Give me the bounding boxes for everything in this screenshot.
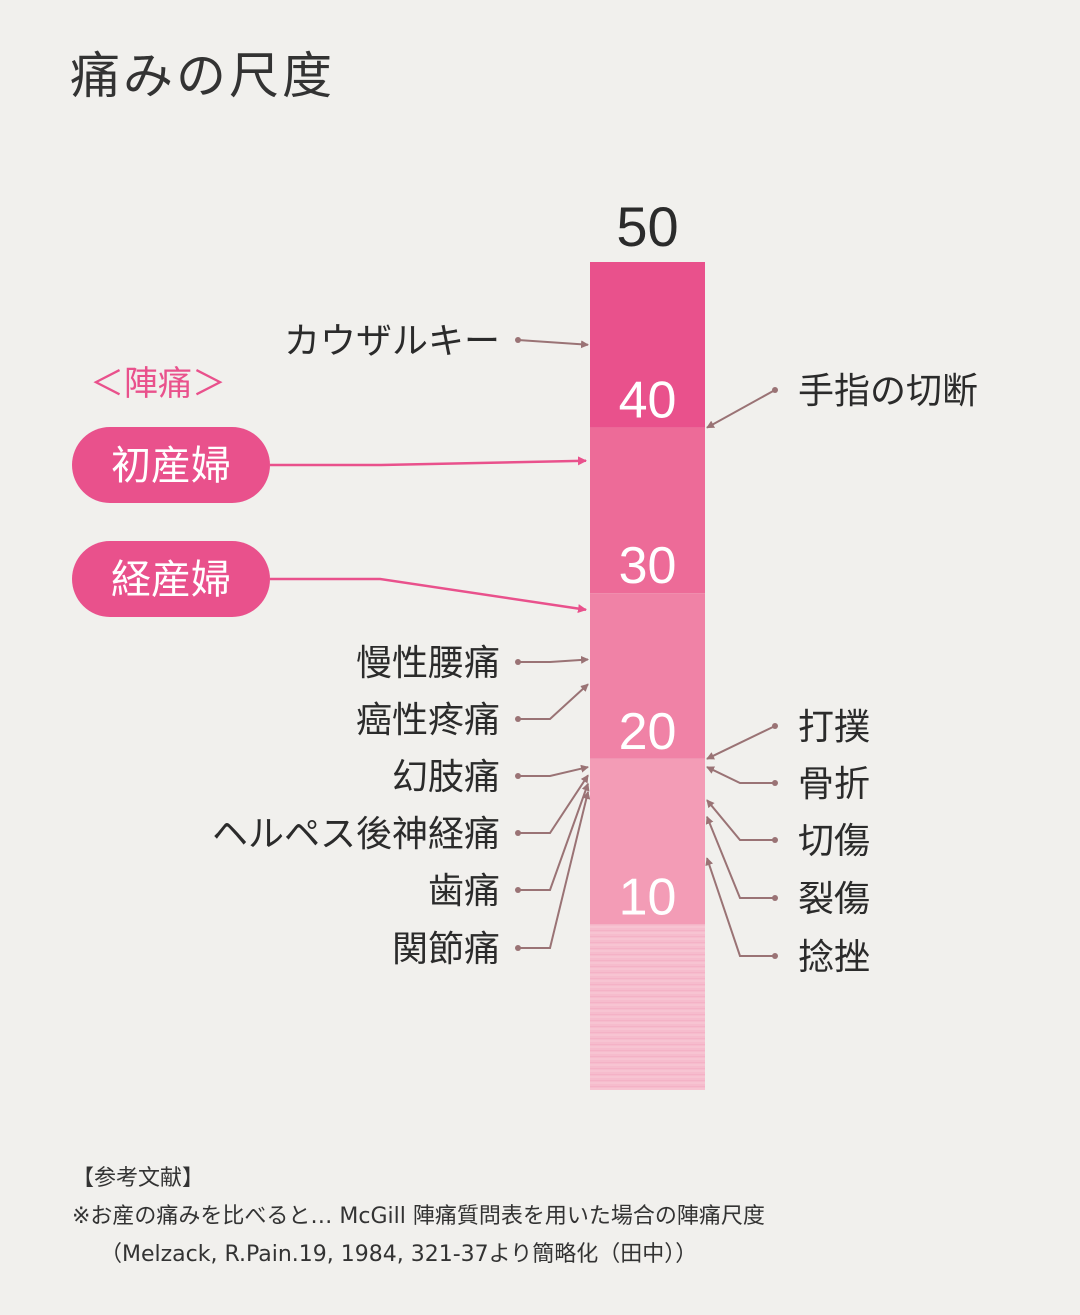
left-item-label-3: 癌性疼痛 <box>356 700 500 741</box>
left-item-dot-5 <box>515 830 521 836</box>
right-item-label-4: 切傷 <box>798 821 870 862</box>
left-item-leader-5 <box>518 774 589 834</box>
right-item-dot-1 <box>772 387 778 393</box>
tick-label-10: 10 <box>619 868 677 926</box>
tick-label-20: 20 <box>619 703 677 761</box>
left-item-label-4: 幻肢痛 <box>392 757 500 798</box>
references-line-1: ※お産の痛みを比べると… McGill 陣痛質問表を用いた場合の陣痛尺度 <box>72 1204 765 1229</box>
left-item-dot-3 <box>515 716 521 722</box>
right-item-dot-2 <box>772 723 778 729</box>
right-item-leader-4 <box>706 799 775 841</box>
right-item-leader-1 <box>706 389 776 429</box>
references-line-2: （Melzack, R.Pain.19, 1984, 321-37より簡略化（田… <box>100 1242 698 1267</box>
scale-band-20-30 <box>590 593 705 759</box>
left-item-leader-3 <box>518 683 589 720</box>
labor-pain-heading: ＜陣痛＞ <box>90 364 226 404</box>
left-item-dot-7 <box>515 945 521 951</box>
left-item-leader-1 <box>517 339 589 349</box>
right-item-label-5: 裂傷 <box>798 879 870 920</box>
right-item-label-6: 捻挫 <box>798 937 870 978</box>
left-item-dot-2 <box>515 659 521 665</box>
right-item-leader-3 <box>706 766 775 784</box>
tick-label-50: 50 <box>616 195 678 258</box>
labor-leader-2 <box>270 577 587 614</box>
labor-leader-1 <box>270 456 587 467</box>
left-item-leader-6 <box>518 782 590 891</box>
left-item-label-2: 慢性腰痛 <box>356 643 500 684</box>
labor-pill-label-1: 初産婦 <box>111 443 231 489</box>
right-item-label-3: 骨折 <box>798 764 870 805</box>
left-item-leader-4 <box>518 764 589 777</box>
right-item-leader-6 <box>705 857 775 957</box>
right-item-leader-2 <box>706 725 776 760</box>
references-heading: 【参考文献】 <box>72 1166 205 1191</box>
tick-label-40: 40 <box>619 372 677 430</box>
page-title: 痛みの尺度 <box>70 47 335 105</box>
right-item-label-2: 打撲 <box>798 707 870 748</box>
left-item-label-5: ヘルペス後神経痛 <box>212 814 500 855</box>
right-item-leader-5 <box>705 815 775 899</box>
left-item-label-1: カウザルキー <box>284 321 500 362</box>
labor-pill-label-2: 経産婦 <box>111 557 231 603</box>
scale-band-40-50 <box>590 262 705 428</box>
right-item-dot-4 <box>772 837 778 843</box>
right-item-label-1: 手指の切断 <box>798 371 978 412</box>
right-item-dot-6 <box>772 953 778 959</box>
left-item-dot-1 <box>515 337 521 343</box>
scale-band-30-40 <box>590 427 705 594</box>
left-item-leader-2 <box>518 655 589 664</box>
right-item-dot-5 <box>772 895 778 901</box>
tick-label-30: 30 <box>619 537 677 595</box>
labor-pill-1 <box>72 427 270 503</box>
labor-pill-2 <box>72 541 270 617</box>
scale-band-10-20 <box>590 758 705 925</box>
left-item-label-6: 歯痛 <box>428 871 500 912</box>
references: 【参考文献】 ※お産の痛みを比べると… McGill 陣痛質問表を用いた場合の陣… <box>72 1160 765 1274</box>
right-item-dot-3 <box>772 780 778 786</box>
left-item-leader-7 <box>518 790 591 949</box>
left-item-dot-4 <box>515 773 521 779</box>
left-item-dot-6 <box>515 887 521 893</box>
scale-band-0-10 <box>590 924 705 1090</box>
left-item-label-7: 関節痛 <box>392 929 500 970</box>
